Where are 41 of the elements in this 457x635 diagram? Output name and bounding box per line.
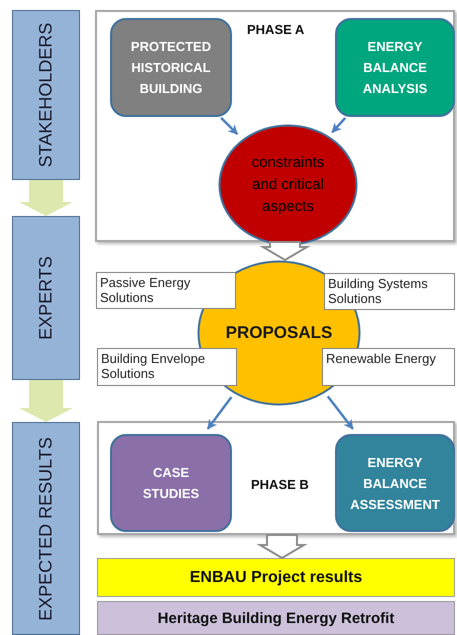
result-band [97,558,455,597]
phase-panel [97,421,455,535]
arrow [206,396,232,430]
rounded-box [110,434,232,532]
block-arrow [259,241,311,262]
stage-bar [12,422,80,635]
phase-label: PHASE A [247,22,304,37]
phase-label: PHASE B [251,477,309,492]
stage-label: STAKEHOLDERS [36,22,56,168]
ellipse-node [218,124,358,246]
solution-label: Building Envelope Solutions [101,351,206,381]
band-label: Heritage Building Energy Retrofit [158,610,394,626]
solution-label: Passive Energy Solutions [100,275,192,305]
rounded-box [110,18,232,117]
result-band [97,601,455,635]
text-box [322,348,455,386]
stage-label: EXPERTS [36,256,56,340]
box-label: ENERGY BALANCE ASSESSMENT [349,454,441,514]
box-label: ENERGY BALANCE ANALYSIS [362,38,428,98]
arrow [220,116,238,135]
arrow [331,117,346,134]
box-label: CASE STUDIES [142,464,200,503]
band-label: ENBAU Project results [190,568,362,586]
solution-label: Renewable Energy [326,351,437,366]
text-box [324,273,455,310]
stage-bar [12,10,80,180]
block-arrow [256,534,308,560]
ellipse-label: PROPOSALS [224,322,334,344]
phase-panel [95,10,455,242]
rounded-box [335,434,455,532]
box-label: PROTECTED HISTORICAL BUILDING [130,38,212,98]
block-arrow [19,380,73,422]
stage-label: EXPECTED RESULTS [36,436,56,620]
rounded-box [335,18,455,117]
text-box [97,348,237,386]
stage-bar [12,216,80,380]
ellipse-label: constraints and critical aspects [250,153,326,217]
solution-label: Building Systems Solutions [328,276,429,306]
block-arrow [19,180,73,216]
text-box [96,272,236,309]
arrow [326,396,354,430]
